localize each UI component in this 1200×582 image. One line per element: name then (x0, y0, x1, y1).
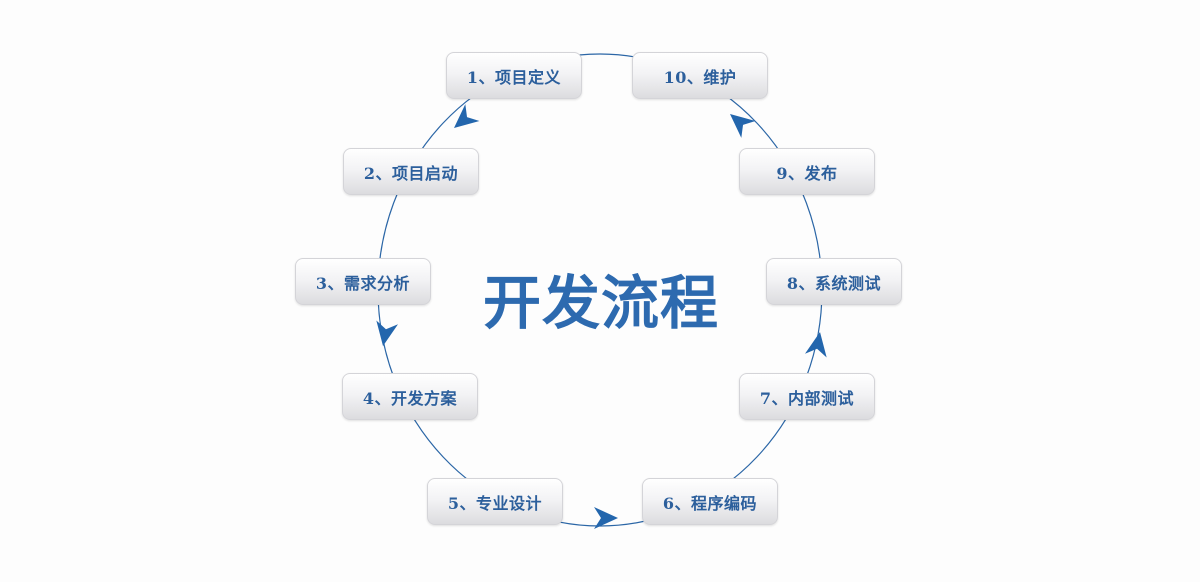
step-label: 2、项目启动 (363, 163, 459, 183)
step-9-node[interactable]: 9、发布 (739, 148, 875, 195)
step-label: 1、项目定义 (466, 67, 562, 87)
step-6-node[interactable]: 6、程序编码 (642, 478, 778, 525)
step-label: 8、系统测试 (786, 273, 882, 293)
arrow-step1-to-step2-icon (454, 104, 480, 128)
step-1-node[interactable]: 1、项目定义 (446, 52, 582, 99)
arrow-step9-to-step10-icon (730, 114, 756, 138)
arrow-step3-to-step4-icon (376, 320, 399, 346)
step-5-node[interactable]: 5、专业设计 (427, 478, 563, 525)
step-10-node[interactable]: 10、维护 (632, 52, 768, 99)
step-4-node[interactable]: 4、开发方案 (342, 373, 478, 420)
step-3-node[interactable]: 3、需求分析 (295, 258, 431, 305)
arrow-step5-to-step6-icon (594, 507, 618, 529)
step-label: 10、维护 (663, 67, 737, 87)
step-label: 6、程序编码 (662, 493, 758, 513)
step-2-node[interactable]: 2、项目启动 (343, 148, 479, 195)
step-label: 5、专业设计 (447, 493, 543, 513)
step-7-node[interactable]: 7、内部测试 (739, 373, 875, 420)
step-label: 4、开发方案 (362, 388, 458, 408)
diagram-title: 开发流程 (482, 269, 719, 337)
step-8-node[interactable]: 8、系统测试 (766, 258, 902, 305)
step-label: 3、需求分析 (315, 273, 411, 293)
step-label: 9、发布 (776, 163, 838, 183)
arrow-step7-to-step8-icon (804, 332, 827, 358)
step-label: 7、内部测试 (759, 388, 855, 408)
